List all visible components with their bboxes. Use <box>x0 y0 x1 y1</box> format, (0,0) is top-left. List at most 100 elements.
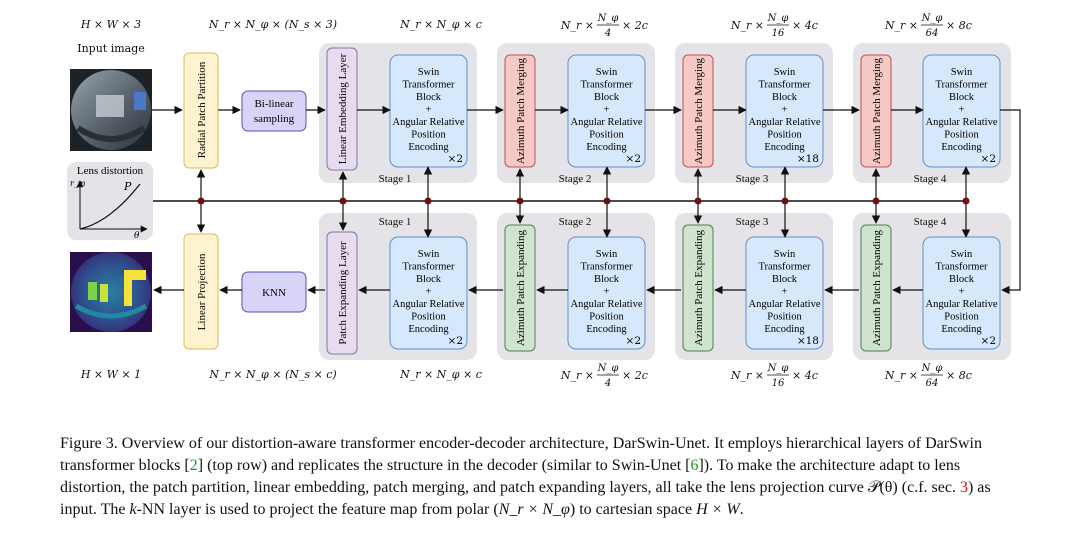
swin-text-line: + <box>426 287 432 298</box>
swin-text-line: Position <box>944 312 979 323</box>
dim-stage3-bot-part: × 4c <box>792 369 818 382</box>
swin-text-line: Block <box>772 274 798 285</box>
dim-stage2-bot-part: N_φ <box>597 363 619 374</box>
dec-stage-4-expanding-block: Azimuth Patch Expanding <box>860 224 892 352</box>
dim-stage2-bot-part: × 2c <box>622 369 648 382</box>
dec-stage-2-expanding-label: Azimuth Patch Expanding <box>515 229 527 346</box>
citation-link-6[interactable]: 6 <box>690 457 699 474</box>
swin-text-line: Transformer <box>580 80 633 91</box>
swin-text-line: + <box>959 105 965 116</box>
swin-text-line: Position <box>411 130 446 141</box>
swin-text-line: Swin <box>596 67 618 78</box>
linear-embedding-label: Linear Embedding Layer <box>337 53 349 164</box>
swin-text-line: Encoding <box>941 324 982 335</box>
enc-stage-3-merging-label: Azimuth Patch Merging <box>693 57 705 164</box>
dim-stage2-bot-part: 4 <box>604 378 611 389</box>
swin-repeat-count: ×2 <box>448 335 463 347</box>
patch-expanding-layer-block: Patch Expanding Layer <box>326 231 358 355</box>
dim-stage3-top-part: × 4c <box>792 19 818 32</box>
swin-text-line: Swin <box>774 249 796 260</box>
dim-stage3-top-part: 16 <box>772 28 785 39</box>
swin-repeat-count: ×2 <box>626 335 641 347</box>
swin-repeat-count: ×18 <box>797 335 819 347</box>
lens-y-axis-label: r_m <box>70 179 86 188</box>
swin-repeat-count: ×2 <box>981 335 996 347</box>
swin-repeat-count: ×2 <box>626 153 641 165</box>
swin-repeat-count: ×18 <box>797 153 819 165</box>
lens-curve-label: P <box>123 180 132 193</box>
linear-projection-block: Linear Projection <box>183 233 219 350</box>
dim-stage2-bot: N_r ×N_φ4× 2c <box>560 363 648 389</box>
swin-text-line: Block <box>949 92 975 103</box>
enc-stage-2-label: Stage 2 <box>559 173 592 185</box>
dec-stage-3-expanding-label: Azimuth Patch Expanding <box>693 229 705 346</box>
dim-stage4-bot-part: 64 <box>926 378 939 389</box>
dim-dec-out: N_r × N_φ × c <box>399 368 482 381</box>
swin-text-line: Encoding <box>941 142 982 153</box>
swin-text-line: Position <box>767 312 802 323</box>
enc-stage-2-merging-block: Azimuth Patch Merging <box>504 54 536 168</box>
dim-radial-out: N_r × N_φ × (N_s × 3) <box>208 18 337 31</box>
dim-stage2-top-part: N_r × <box>560 19 594 32</box>
swin-text-line: Swin <box>418 67 440 78</box>
lens-curve <box>79 183 141 230</box>
dim-stage2-top-part: N_φ <box>597 13 619 24</box>
dim-stage4-top-part: N_r × <box>884 19 918 32</box>
dim-stage4-bot-part: × 8c <box>946 369 972 382</box>
swin-text-line: Block <box>594 274 620 285</box>
bilinear-sampling-block: Bi-linear sampling <box>241 90 307 132</box>
swin-text-line: Block <box>772 92 798 103</box>
swin-text-line: Encoding <box>408 142 449 153</box>
linear-projection-label: Linear Projection <box>196 253 208 330</box>
swin-text-line: Position <box>411 312 446 323</box>
enc-stage-3-merging-block: Azimuth Patch Merging <box>682 54 714 168</box>
dec-stage-2-label: Stage 2 <box>559 216 592 228</box>
swin-repeat-count: ×2 <box>981 153 996 165</box>
enc-stage-1-label: Stage 1 <box>379 173 412 185</box>
dec-stage-3-label: Stage 3 <box>736 216 769 228</box>
knn-block: KNN <box>241 271 307 313</box>
citation-link-2[interactable]: 2 <box>189 457 198 474</box>
radial-patch-partition-label: Radial Patch Partition <box>196 61 208 158</box>
radial-patch-partition-block: Radial Patch Partition <box>183 52 219 169</box>
dim-stage3-top: N_r ×N_φ16× 4c <box>730 13 818 39</box>
swin-text-line: Swin <box>774 67 796 78</box>
swin-text-line: Block <box>949 274 975 285</box>
swin-text-line: + <box>959 287 965 298</box>
dim-stage3-top-part: N_r × <box>730 19 764 32</box>
dec-stage-3-expanding-block: Azimuth Patch Expanding <box>682 224 714 352</box>
output-depth-image <box>70 252 152 332</box>
dim-stage3-bot-part: N_r × <box>730 369 764 382</box>
swin-text-line: Angular Relative <box>392 299 464 310</box>
dim-input-image: H × W × 3 <box>80 18 141 31</box>
dec-stage-2-expanding-block: Azimuth Patch Expanding <box>504 224 536 352</box>
swin-text-line: Angular Relative <box>570 117 642 128</box>
swin-text-line: Angular Relative <box>748 117 820 128</box>
patch-expanding-label: Patch Expanding Layer <box>337 241 349 345</box>
swin-text-line: Swin <box>596 249 618 260</box>
lens-distortion-title: Lens distortion <box>77 165 144 177</box>
enc-stage-4-merging-label: Azimuth Patch Merging <box>871 57 883 164</box>
swin-text-line: + <box>604 105 610 116</box>
figure-caption: Figure 3. Overview of our distortion-awa… <box>60 435 991 518</box>
swin-text-line: Block <box>416 274 442 285</box>
enc-stage-3-label: Stage 3 <box>736 173 769 185</box>
swin-text-line: Encoding <box>586 142 627 153</box>
dim-output: H × W × 1 <box>80 368 141 381</box>
swin-text-line: Position <box>944 130 979 141</box>
input-fisheye-image <box>70 69 152 151</box>
swin-text-line: Position <box>767 130 802 141</box>
dim-stage4-top-part: 64 <box>926 28 939 39</box>
swin-text-line: Block <box>594 92 620 103</box>
section-link-3[interactable]: 3 <box>959 479 968 496</box>
swin-text-line: Transformer <box>402 80 455 91</box>
swin-text-line: Encoding <box>764 142 805 153</box>
knn-label: KNN <box>262 287 286 299</box>
swin-text-line: Angular Relative <box>925 117 997 128</box>
dim-stage3-bot-part: 16 <box>772 378 785 389</box>
